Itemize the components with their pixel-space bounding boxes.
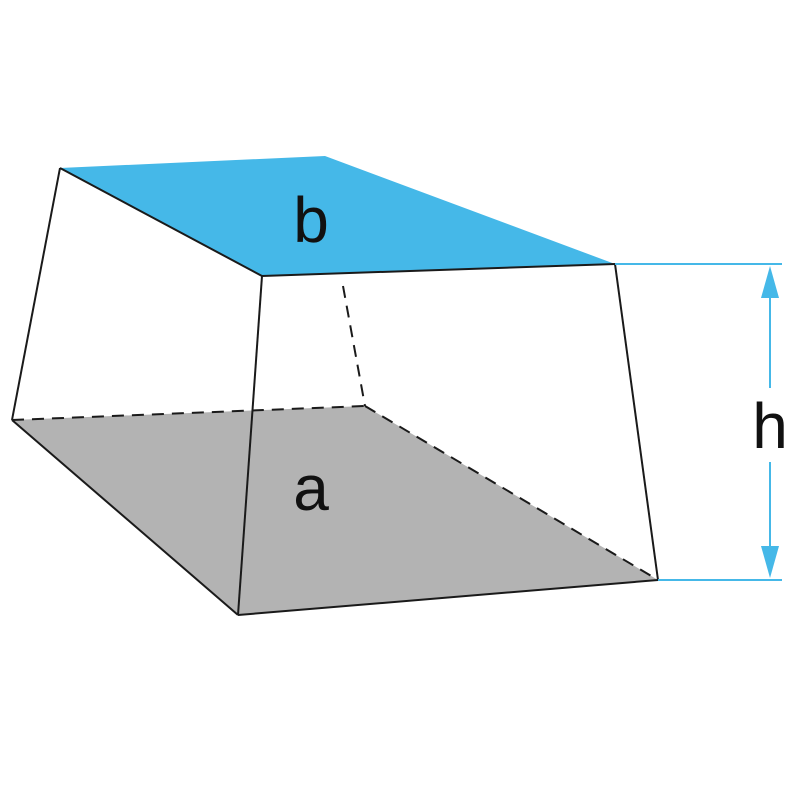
bottom-base-face	[12, 406, 658, 615]
top-base-face	[60, 156, 615, 276]
hidden-edges	[11, 285, 659, 581]
top-face-label: b	[293, 184, 329, 256]
edge-bottom-front-left	[11, 419, 239, 616]
edge-top-front-left	[59, 167, 263, 277]
edge-front-lateral	[237, 275, 263, 616]
edge-bottom-front-right	[237, 579, 659, 616]
edge-top-front-right	[261, 263, 616, 277]
height-label: h	[752, 390, 788, 462]
visible-edges	[11, 167, 659, 616]
hidden-edge-back-right	[364, 405, 659, 581]
bottom-face-label: a	[293, 452, 329, 524]
height-arrowhead-down-icon	[761, 546, 779, 578]
height-dimension	[615, 263, 782, 581]
hidden-edge-back-vertical	[342, 285, 366, 407]
height-arrowhead-up-icon	[761, 266, 779, 298]
edge-left-lateral	[11, 167, 61, 421]
edge-right-lateral	[614, 263, 659, 581]
